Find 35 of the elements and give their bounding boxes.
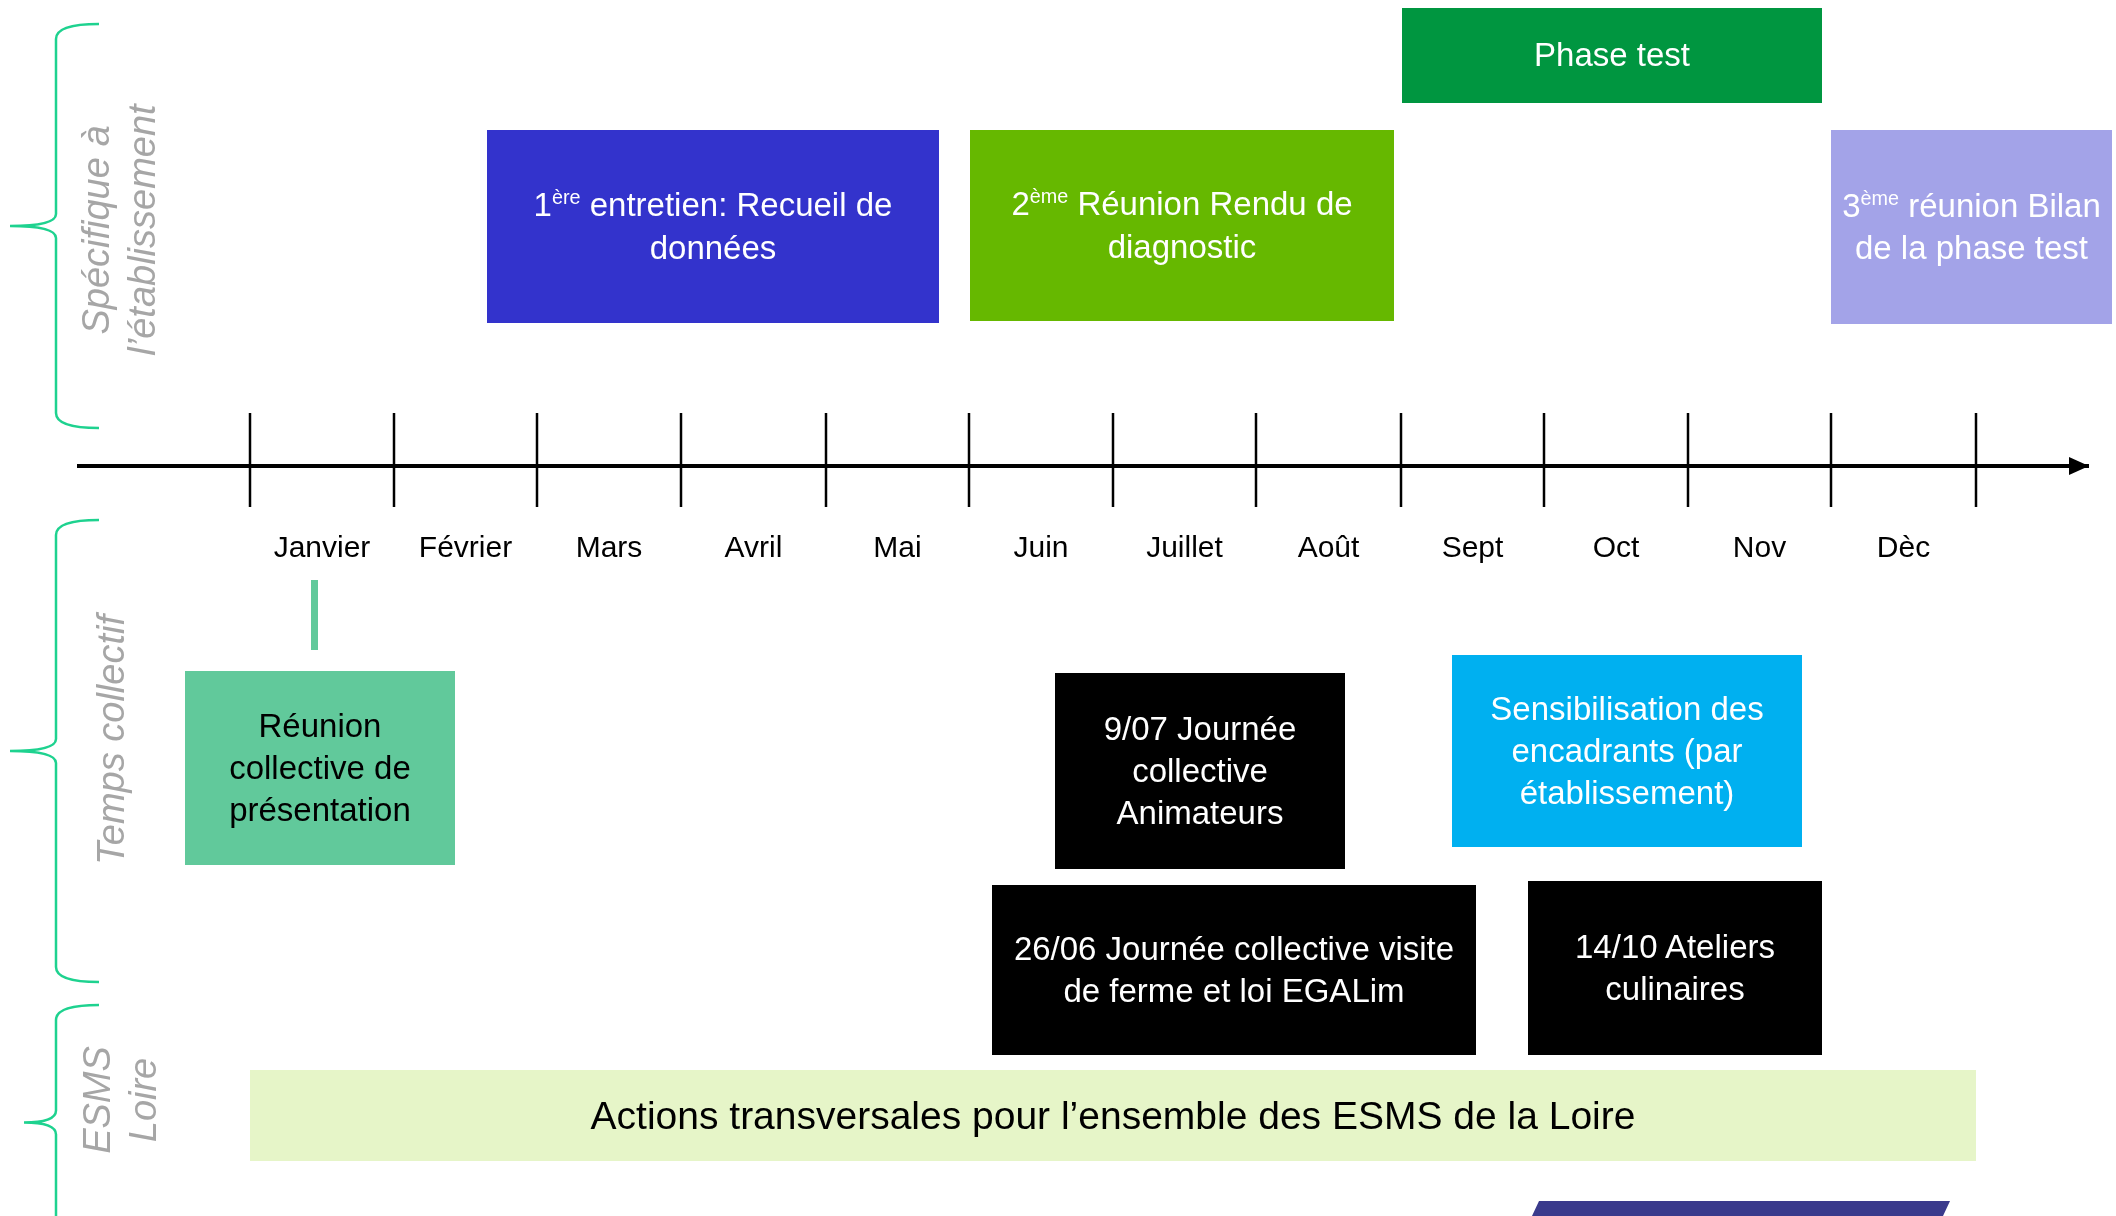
box-text: 9/07 Journée collective Animateurs: [1102, 708, 1298, 834]
box-text: 1$^{ère}$ entretien: Recueil de données: [532, 185, 894, 268]
month-label: Juin: [1013, 530, 1069, 564]
box-text: 14/10 Ateliers culinaires: [1574, 926, 1776, 1009]
event-box: [1055, 673, 1345, 869]
month-label: Août: [1297, 530, 1360, 564]
event-box: [1452, 655, 1802, 847]
event-box: [185, 671, 455, 865]
box-text: Actions transversales pour l’ensemble des ESMS de la Loire: [590, 1092, 1636, 1139]
month-label: Avril: [724, 530, 783, 564]
month-label: Oct: [1592, 530, 1640, 564]
box-text: Phase test: [1534, 35, 1690, 76]
event-box: [992, 885, 1476, 1055]
partial-bar: [1532, 1201, 1950, 1216]
event-box: [1528, 881, 1822, 1055]
box-text: Sensibilisation des encadrants (par établissement): [1489, 688, 1765, 814]
phase-bar: [1402, 8, 1822, 103]
month-label: Sept: [1441, 530, 1504, 564]
month-label: Juillet: [1146, 530, 1223, 564]
box-text: Réunion collective de présentation: [228, 705, 412, 831]
month-label: Mars: [575, 530, 643, 564]
banner-bar: [250, 1070, 1976, 1161]
month-label: Février: [418, 530, 513, 564]
month-label: Mai: [873, 530, 922, 564]
month-label: Dèc: [1876, 530, 1931, 564]
box-text: 26/06 Journée collective visite de ferme et loi EGALim: [1012, 928, 1456, 1011]
section-label: ESMS Loire: [75, 1045, 165, 1156]
month-label: Nov: [1732, 530, 1787, 564]
meeting-box: [970, 130, 1394, 321]
section-label: Spécifique à l’établissement: [74, 102, 164, 358]
month-label: Janvier: [273, 530, 371, 564]
meeting-box: [1831, 130, 2112, 324]
box-text: 3$^{ème}$ réunion Bilan de la phase test: [1841, 185, 2102, 268]
box-text: 2$^{ème}$ Réunion Rendu de diagnostic: [1010, 184, 1354, 267]
meeting-box: [487, 130, 939, 323]
